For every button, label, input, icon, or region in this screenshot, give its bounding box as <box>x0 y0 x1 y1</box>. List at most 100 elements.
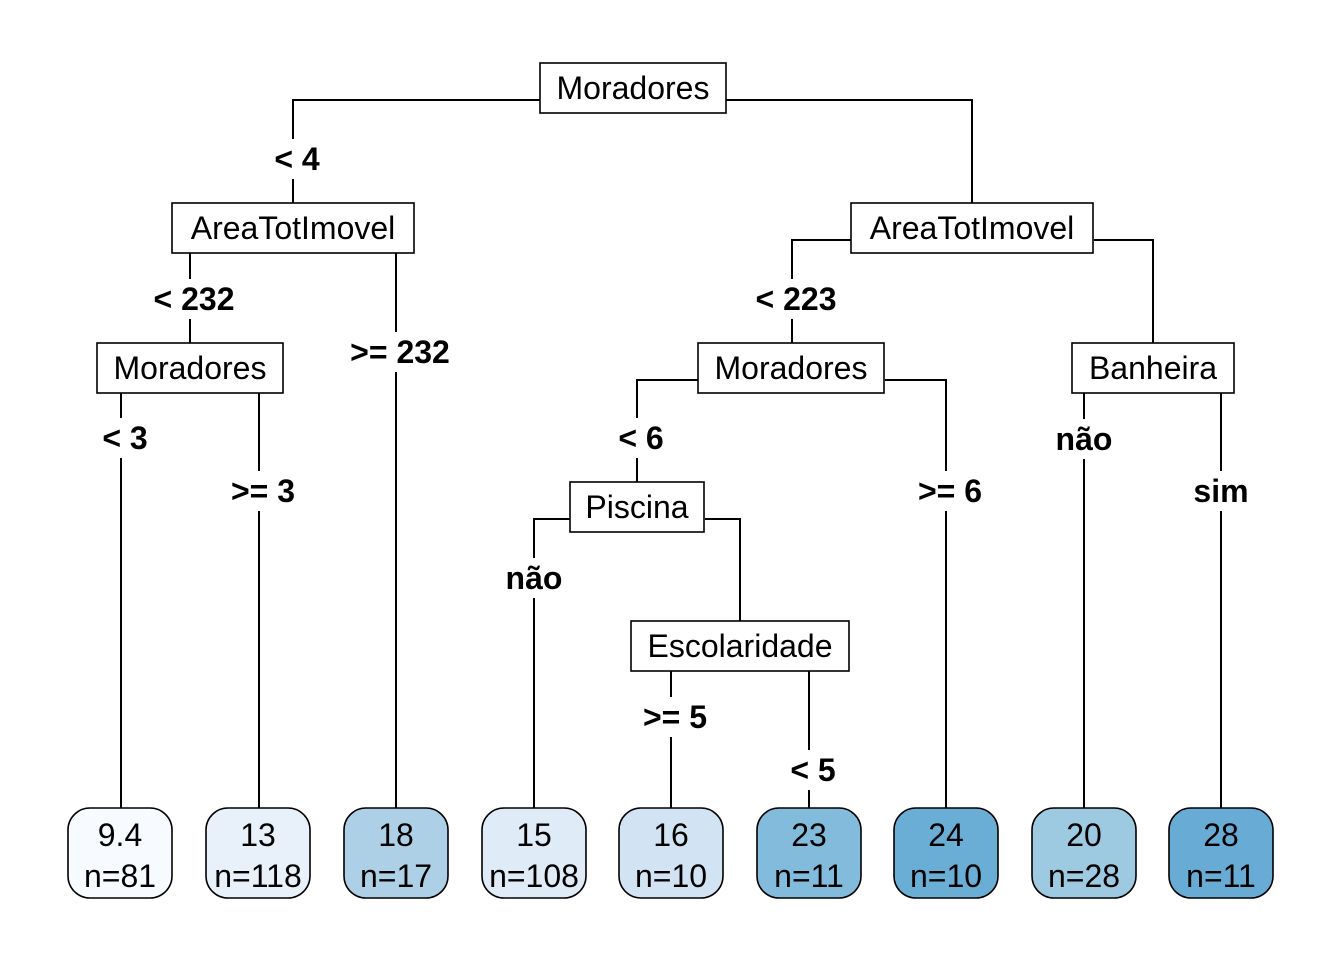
leaf-node-box <box>618 807 724 899</box>
leaf-sample-count: n=10 <box>910 858 982 894</box>
edge-label: < 5 <box>790 752 835 788</box>
edge-label-group: não <box>501 558 567 598</box>
leaf-predicted-value: 23 <box>791 817 827 853</box>
leaf-node-box <box>893 807 999 899</box>
edge-label-group: não <box>1051 419 1117 459</box>
split-node: AreaTotImovel <box>850 202 1094 254</box>
split-node: Moradores <box>697 342 885 394</box>
leaf-node-box <box>481 807 587 899</box>
split-node: Moradores <box>539 62 727 114</box>
leaf-predicted-value: 9.4 <box>98 817 142 853</box>
leaf-sample-count: n=10 <box>635 858 707 894</box>
split-node: Banheira <box>1071 342 1235 394</box>
leaf-node-box <box>756 807 862 899</box>
split-node: Piscina <box>569 481 705 533</box>
edge-label-group: >= 6 <box>913 471 987 511</box>
split-variable-label: AreaTotImovel <box>870 210 1075 246</box>
edge-label-background <box>98 418 152 458</box>
leaf-sample-count: n=17 <box>360 858 432 894</box>
split-variable-label: Banheira <box>1089 350 1217 386</box>
edge-label-group: < 3 <box>98 418 152 458</box>
leaf-node: 24 n=10 <box>893 807 999 899</box>
edge-connector <box>705 518 741 621</box>
edge-label-background <box>786 750 840 790</box>
leaf-predicted-value: 20 <box>1066 817 1102 853</box>
edge-label-group: >= 232 <box>346 332 454 372</box>
edge-connector <box>726 99 973 203</box>
leaf-node: 15 n=108 <box>481 807 587 899</box>
leaf-node: 18 n=17 <box>343 807 449 899</box>
edge-label-background <box>614 418 668 458</box>
leaf-node: 23n=11 <box>756 807 862 899</box>
edge-label-background <box>1189 471 1253 511</box>
split-variable-label: Piscina <box>585 489 688 525</box>
leaf-sample-count: n=11 <box>1186 858 1256 894</box>
edge-label-group: < 5 <box>786 750 840 790</box>
edge-connector <box>1094 239 1154 343</box>
edge-label-background <box>226 471 300 511</box>
split-node-box <box>697 342 885 394</box>
leaf-node: 9.4 n=81 <box>67 807 173 899</box>
edge-connector <box>885 379 947 808</box>
edge-label: < 223 <box>756 281 837 317</box>
edge-label-background <box>913 471 987 511</box>
edge-labels: < 4 < 232 >= 232 < 3 >= 3 < 223 < 6 >= 6 não sim n… <box>98 139 1253 790</box>
edge-label-group: < 6 <box>614 418 668 458</box>
leaf-predicted-value: 28 <box>1203 817 1239 853</box>
edge-label: < 4 <box>274 141 320 177</box>
edge-label-background <box>501 558 567 598</box>
edge-label-group: >= 5 <box>638 697 712 737</box>
edge-connector <box>533 518 570 808</box>
edge-connector <box>292 99 540 203</box>
split-node-box <box>569 481 705 533</box>
leaf-sample-count: n=28 <box>1048 858 1120 894</box>
edge-label: < 6 <box>618 420 663 456</box>
split-node-box <box>171 202 415 254</box>
edge-label-group: < 232 <box>149 279 239 319</box>
leaf-predicted-value: 18 <box>378 817 414 853</box>
split-node-box <box>539 62 727 114</box>
split-variable-label: Moradores <box>557 70 710 106</box>
edge-label-background <box>346 332 454 372</box>
split-variable-label: AreaTotImovel <box>191 210 396 246</box>
split-variable-label: Moradores <box>715 350 868 386</box>
split-variable-label: Escolaridade <box>648 628 833 664</box>
edge-label: não <box>1056 421 1113 457</box>
edge-label-group: sim <box>1189 471 1253 511</box>
leaf-node: 28 n=11 <box>1168 807 1274 899</box>
split-node-box <box>1071 342 1235 394</box>
leaf-node-box <box>1031 807 1137 899</box>
edge-label: não <box>506 560 563 596</box>
split-node-box <box>850 202 1094 254</box>
leaf-sample-count: n=108 <box>489 858 579 894</box>
leaf-sample-count: n=81 <box>84 858 156 894</box>
leaf-node: 16 n=10 <box>618 807 724 899</box>
leaf-node-box <box>205 807 311 899</box>
edge-label-background <box>270 139 324 179</box>
leaf-sample-count: n=118 <box>214 858 302 894</box>
split-variable-label: Moradores <box>114 350 267 386</box>
split-node: AreaTotImovel <box>171 202 415 254</box>
leaf-predicted-value: 15 <box>516 817 552 853</box>
split-node: Escolaridade <box>630 620 850 672</box>
leaf-node: 13 n=118 <box>205 807 311 899</box>
edge-label: >= 232 <box>350 334 450 370</box>
leaf-predicted-value: 16 <box>653 817 689 853</box>
split-node: Moradores <box>96 342 284 394</box>
edge-label: >= 5 <box>643 699 707 735</box>
leaf-predicted-value: 13 <box>240 817 276 853</box>
split-node-box <box>96 342 284 394</box>
leaf-predicted-value: 24 <box>928 817 964 853</box>
leaf-nodes: 9.4n=8113n=11818n=1715n=10816n=1023n=112… <box>67 807 1274 899</box>
edge-label: < 232 <box>154 281 235 317</box>
edge-label-group: >= 3 <box>226 471 300 511</box>
edge-label: sim <box>1193 473 1248 509</box>
leaf-node-box <box>1168 807 1274 899</box>
leaf-node-box <box>343 807 449 899</box>
edge-label-background <box>638 697 712 737</box>
edge-label-background <box>751 279 841 319</box>
split-node-box <box>630 620 850 672</box>
leaf-node: 20 n=28 <box>1031 807 1137 899</box>
